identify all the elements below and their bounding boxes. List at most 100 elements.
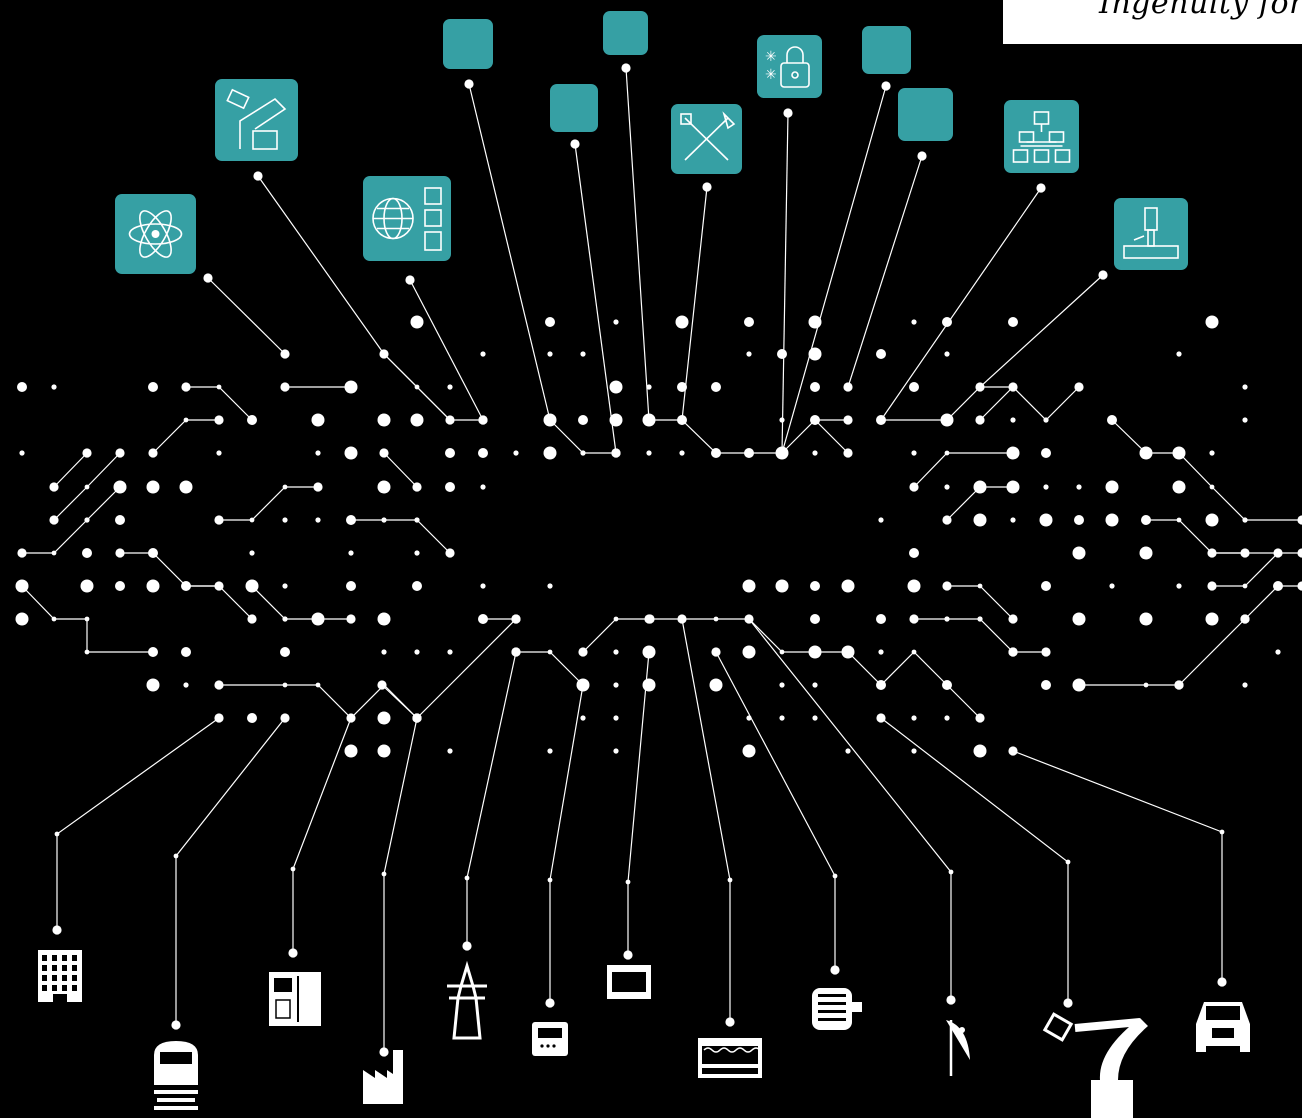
grid-dot bbox=[1242, 384, 1248, 390]
grid-dot bbox=[414, 649, 420, 655]
grid-dot bbox=[909, 382, 919, 392]
connection-line bbox=[207, 277, 286, 355]
grid-dot bbox=[613, 748, 619, 754]
connection-line bbox=[186, 585, 253, 620]
grid-dot bbox=[876, 614, 886, 624]
grid-dot bbox=[1205, 513, 1219, 527]
connector-node bbox=[17, 581, 27, 591]
connector-node bbox=[881, 81, 891, 91]
grid-dot bbox=[1242, 682, 1248, 688]
connector-joint bbox=[282, 682, 288, 688]
grid-dot bbox=[148, 382, 158, 392]
connection-line bbox=[22, 486, 121, 554]
grid-dot bbox=[810, 382, 820, 392]
connector-node bbox=[115, 482, 125, 492]
connector-node bbox=[909, 482, 919, 492]
connector-node bbox=[1207, 581, 1217, 591]
connection-line bbox=[251, 585, 351, 620]
connector-node bbox=[623, 950, 633, 960]
connector-node bbox=[379, 448, 389, 458]
grid-dot bbox=[282, 517, 288, 523]
grid-dot bbox=[812, 450, 818, 456]
connector-node bbox=[1217, 977, 1227, 987]
connector-joint bbox=[414, 517, 420, 523]
connector-node bbox=[1297, 515, 1302, 525]
grid-dot bbox=[447, 649, 453, 655]
connector-node bbox=[148, 448, 158, 458]
connector-node bbox=[280, 349, 290, 359]
grid-dot bbox=[1105, 480, 1119, 494]
connector-joint bbox=[183, 417, 189, 423]
connector-node bbox=[181, 581, 191, 591]
connector-node bbox=[1074, 382, 1084, 392]
connector-node bbox=[942, 515, 952, 525]
connector-joint bbox=[1143, 450, 1149, 456]
grid-dot bbox=[146, 678, 160, 692]
connector-joint bbox=[779, 649, 785, 655]
grid-dot bbox=[1176, 583, 1182, 589]
slogan-text: Ingenuity for l bbox=[1099, 0, 1302, 21]
connector-node bbox=[412, 482, 422, 492]
connector-node bbox=[346, 382, 356, 392]
connector-node bbox=[917, 151, 927, 161]
grid-dot bbox=[642, 678, 656, 692]
connector-node bbox=[946, 995, 956, 1005]
connector-node bbox=[115, 548, 125, 558]
grid-dot bbox=[742, 645, 756, 659]
grid-dot bbox=[377, 744, 391, 758]
grid-dot bbox=[1205, 315, 1219, 329]
connector-joint bbox=[625, 879, 631, 885]
grid-dot bbox=[1076, 484, 1082, 490]
grid-dot bbox=[711, 382, 721, 392]
grid-dot bbox=[609, 380, 623, 394]
grid-dot bbox=[646, 450, 652, 456]
connector-node bbox=[1098, 270, 1108, 280]
grid-dot bbox=[15, 612, 29, 626]
grid-dot bbox=[911, 748, 917, 754]
grid-dot bbox=[609, 413, 623, 427]
connector-joint bbox=[1209, 484, 1215, 490]
connection-line bbox=[914, 618, 1014, 653]
grid-dot bbox=[907, 579, 921, 593]
connector-node bbox=[247, 415, 257, 425]
grid-dot bbox=[19, 450, 25, 456]
grid-dot bbox=[779, 682, 785, 688]
connector-joint bbox=[1065, 859, 1071, 865]
connection-line bbox=[979, 274, 1104, 388]
connector-joint bbox=[84, 616, 90, 622]
robot-arm-icon bbox=[1042, 1012, 1148, 1118]
connection-lines bbox=[21, 67, 1302, 1052]
grid-dot bbox=[513, 450, 519, 456]
grid-dot bbox=[311, 413, 325, 427]
motor-icon bbox=[812, 988, 862, 1030]
connection-line bbox=[979, 386, 1080, 421]
bottom-device-icons bbox=[38, 950, 1250, 1118]
grid-dot bbox=[876, 349, 886, 359]
connector-node bbox=[810, 415, 820, 425]
connector-joint bbox=[948, 869, 954, 875]
connector-node bbox=[464, 79, 474, 89]
connection-line bbox=[219, 684, 418, 719]
meter-icon bbox=[532, 1022, 568, 1056]
grid-dot bbox=[580, 715, 586, 721]
connector-node bbox=[511, 614, 521, 624]
blank-tile bbox=[443, 19, 493, 69]
connection-line bbox=[383, 452, 418, 488]
grid-dot bbox=[580, 351, 586, 357]
connector-node bbox=[171, 1020, 181, 1030]
grid-dot bbox=[677, 382, 687, 392]
connector-node bbox=[975, 382, 985, 392]
connector-joint bbox=[1275, 583, 1281, 589]
connector-node bbox=[82, 448, 92, 458]
connector-joint bbox=[1242, 583, 1248, 589]
grid-dot bbox=[1109, 583, 1115, 589]
connection-line bbox=[715, 651, 836, 970]
connector-node bbox=[148, 647, 158, 657]
connector-node bbox=[49, 482, 59, 492]
connector-node bbox=[445, 548, 455, 558]
grid-dot bbox=[973, 513, 987, 527]
power-tower-icon bbox=[447, 960, 487, 1040]
robot-arm-icon bbox=[215, 79, 298, 161]
connector-joint bbox=[84, 517, 90, 523]
grid-dot bbox=[282, 583, 288, 589]
